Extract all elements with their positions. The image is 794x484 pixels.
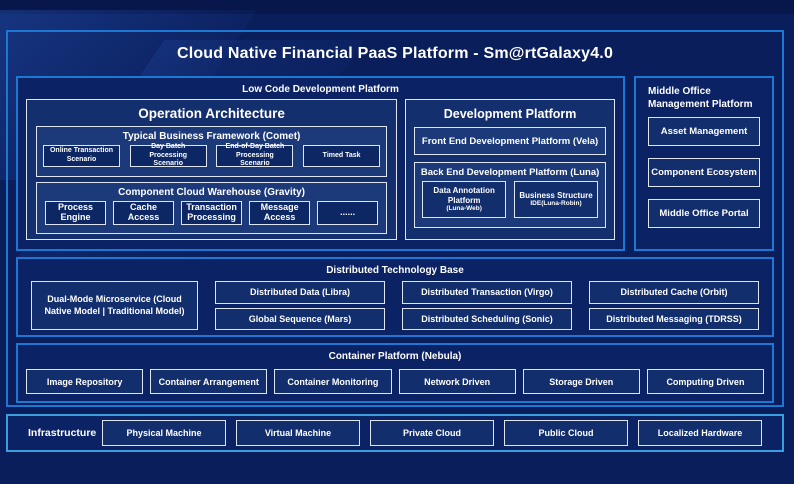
typical-business-framework-panel: Typical Business Framework (Comet) Onlin…	[36, 126, 388, 177]
main-row: Low Code Development Platform Operation …	[16, 76, 774, 251]
container-platform-label: Container Platform (Nebula)	[328, 351, 462, 362]
box-distributed-messaging: Distributed Messaging (TDRSS)	[589, 307, 759, 330]
business-structure-label: Business Structure	[519, 190, 593, 200]
development-platform-title: Development Platform	[443, 107, 577, 121]
box-global-sequence: Global Sequence (Mars)	[215, 307, 385, 330]
box-distributed-scheduling: Distributed Scheduling (Sonic)	[402, 307, 572, 330]
box-container-arrangement: Container Arrangement	[150, 369, 268, 394]
box-business-structure-ide: Business Structure IDE(Luna-Robin)	[514, 181, 598, 218]
back-end-items-row: Data Annotation Platform (Luna-Web) Busi…	[415, 181, 605, 218]
container-platform-section: Container Platform (Nebula) Image Reposi…	[16, 343, 774, 403]
box-private-cloud: Private Cloud	[370, 420, 494, 446]
distributed-column-3: Distributed Cache (Orbit) Distributed Me…	[589, 281, 759, 330]
diagram-title: Cloud Native Financial PaaS Platform - S…	[176, 45, 614, 62]
box-end-of-day-batch-processing-scenario: End-of-Day Batch Processing Scenario	[216, 143, 294, 167]
box-image-repository: Image Repository	[26, 369, 144, 394]
business-structure-sublabel: IDE(Luna-Robin)	[530, 200, 582, 208]
box-virtual-machine: Virtual Machine	[236, 420, 360, 446]
box-timed-task: Timed Task	[303, 145, 381, 167]
box-component-ecosystem: Component Ecosystem	[648, 158, 760, 187]
box-computing-driven: Computing Driven	[646, 369, 765, 394]
box-ellipsis: ......	[317, 201, 379, 225]
back-end-development-platform-title: Back End Development Platform (Luna)	[420, 167, 600, 178]
middle-office-platform-label: Middle Office Management Platform	[648, 86, 753, 110]
low-code-content-row: Operation Architecture Typical Business …	[26, 99, 615, 240]
distributed-technology-base-section: Distributed Technology Base Dual-Mode Mi…	[16, 257, 774, 337]
data-annotation-platform-label: Data Annotation Platform	[433, 186, 495, 205]
box-distributed-cache: Distributed Cache (Orbit)	[589, 281, 759, 304]
box-middle-office-portal: Middle Office Portal	[648, 199, 760, 228]
box-data-annotation-platform: Data Annotation Platform (Luna-Web)	[422, 181, 507, 218]
box-online-transaction-scenario: Online Transaction Scenario	[43, 145, 120, 167]
box-distributed-data: Distributed Data (Libra)	[215, 281, 385, 304]
gravity-items-row: Process Engine Cache Access Transaction …	[37, 201, 386, 225]
background-top-band	[0, 0, 794, 14]
low-code-platform-label: Low Code Development Platform	[242, 84, 399, 95]
distributed-column-2: Distributed Transaction (Virgo) Distribu…	[402, 281, 572, 330]
operation-architecture-title: Operation Architecture	[138, 106, 285, 121]
back-end-development-platform-panel: Back End Development Platform (Luna) Dat…	[414, 162, 606, 228]
typical-business-framework-title: Typical Business Framework (Comet)	[122, 131, 301, 142]
operation-architecture-panel: Operation Architecture Typical Business …	[26, 99, 398, 240]
box-cache-access: Cache Access	[113, 201, 175, 225]
box-network-driven: Network Driven	[398, 369, 516, 394]
development-platform-panel: Development Platform Front End Developme…	[405, 99, 615, 240]
infrastructure-label: Infrastructure	[28, 427, 97, 439]
box-message-access: Message Access	[249, 201, 311, 225]
data-annotation-platform-sublabel: (Luna-Web)	[446, 205, 482, 213]
box-dual-mode-microservice: Dual-Mode Microservice (Cloud Native Mod…	[31, 281, 198, 330]
component-cloud-warehouse-title: Component Cloud Warehouse (Gravity)	[118, 187, 305, 198]
box-physical-machine: Physical Machine	[102, 420, 226, 446]
low-code-development-platform-section: Low Code Development Platform Operation …	[16, 76, 625, 251]
box-distributed-transaction: Distributed Transaction (Virgo)	[402, 281, 572, 304]
distributed-column-1: Distributed Data (Libra) Global Sequence…	[215, 281, 385, 330]
comet-items-row: Online Transaction Scenario Day Batch Pr…	[37, 143, 386, 167]
infrastructure-section: Infrastructure Physical Machine Virtual …	[6, 414, 784, 452]
container-items-row: Image Repository Container Arrangement C…	[26, 369, 765, 394]
box-process-engine: Process Engine	[45, 201, 106, 225]
component-cloud-warehouse-panel: Component Cloud Warehouse (Gravity) Proc…	[36, 182, 388, 234]
box-public-cloud: Public Cloud	[504, 420, 628, 446]
box-day-batch-processing-scenario: Day Batch Processing Scenario	[129, 143, 207, 167]
platform-diagram-frame: Cloud Native Financial PaaS Platform - S…	[6, 30, 784, 407]
box-asset-management: Asset Management	[648, 117, 760, 146]
box-container-monitoring: Container Monitoring	[274, 369, 392, 394]
box-localized-hardware: Localized Hardware	[638, 420, 762, 446]
distributed-items-row: Dual-Mode Microservice (Cloud Native Mod…	[31, 281, 759, 330]
distributed-technology-base-label: Distributed Technology Base	[326, 265, 464, 276]
box-transaction-processing: Transaction Processing	[181, 201, 243, 225]
middle-office-management-platform-section: Middle Office Management Platform Asset …	[634, 76, 774, 251]
box-storage-driven: Storage Driven	[522, 369, 640, 394]
box-front-end-development-platform: Front End Development Platform (Vela)	[414, 127, 606, 155]
